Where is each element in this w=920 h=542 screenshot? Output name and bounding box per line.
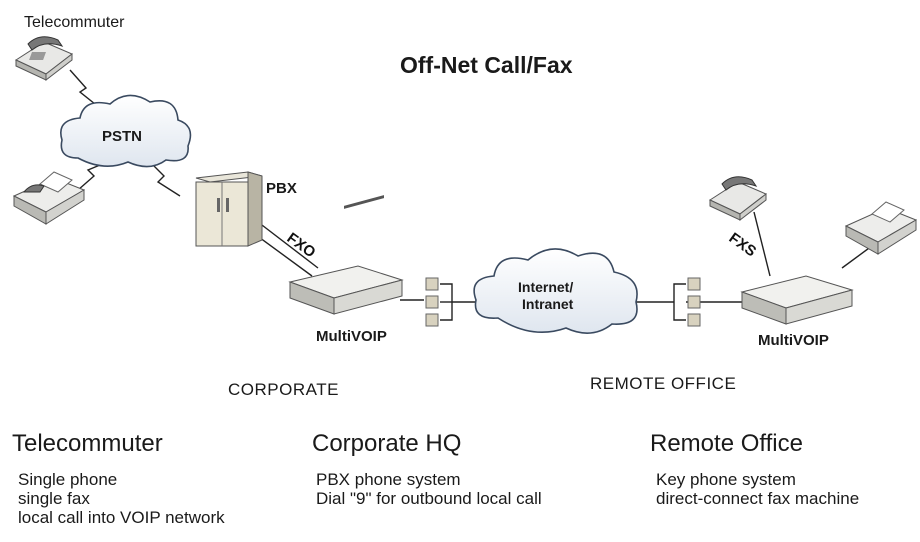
multivoip-label-left: MultiVOIP xyxy=(316,328,387,345)
multivoip-device-left xyxy=(288,195,404,315)
fax-machine-icon xyxy=(12,171,86,225)
pstn-cloud xyxy=(60,94,192,168)
link-phone-pstn xyxy=(69,69,101,109)
port-connectors-left xyxy=(425,277,439,327)
corporate-label: CORPORATE xyxy=(228,380,339,399)
corporate-hq-heading: Corporate HQ xyxy=(312,430,462,457)
fxs-label: FXS xyxy=(726,229,760,260)
fxo-label: FXO xyxy=(284,229,319,261)
link-pstn-pbx xyxy=(149,161,181,197)
multivoip-label-right: MultiVOIP xyxy=(758,332,829,349)
port-connectors-right xyxy=(687,277,701,327)
telecommuter-list: Single phone single fax local call into … xyxy=(18,470,225,527)
fax-machine-icon-remote xyxy=(844,201,918,255)
list-item: local call into VOIP network xyxy=(18,508,225,527)
remote-office-list: Key phone system direct-connect fax mach… xyxy=(656,470,859,508)
corporate-hq-list: PBX phone system Dial "9" for outbound l… xyxy=(316,470,542,508)
diagram-title: Off-Net Call/Fax xyxy=(400,52,573,78)
link-multivoip-phone-right xyxy=(753,211,771,277)
remote-office-heading: Remote Office xyxy=(650,430,803,457)
list-item: direct-connect fax machine xyxy=(656,489,860,508)
list-item: single fax xyxy=(18,489,90,508)
multivoip-device-right xyxy=(740,275,854,325)
telecommuter-heading: Telecommuter xyxy=(12,430,163,457)
link-pbx-multivoip xyxy=(257,221,319,269)
pbx-cabinet xyxy=(195,171,263,247)
list-item: Single phone xyxy=(18,470,118,489)
internet-intranet-cloud xyxy=(473,248,638,334)
pstn-label: PSTN xyxy=(102,128,143,145)
list-item: PBX phone system xyxy=(316,470,461,489)
list-item: Key phone system xyxy=(656,470,796,489)
telecommuter-label: Telecommuter xyxy=(24,14,125,31)
list-item: Dial "9" for outbound local call xyxy=(316,489,542,508)
telephone-icon xyxy=(14,36,73,82)
internet-label-line2: Intranet xyxy=(522,296,574,312)
remote-office-label: REMOTE OFFICE xyxy=(590,374,737,393)
internet-label-line1: Internet/ xyxy=(518,279,574,295)
telephone-icon-remote xyxy=(708,176,767,222)
pbx-label: PBX xyxy=(266,180,297,197)
